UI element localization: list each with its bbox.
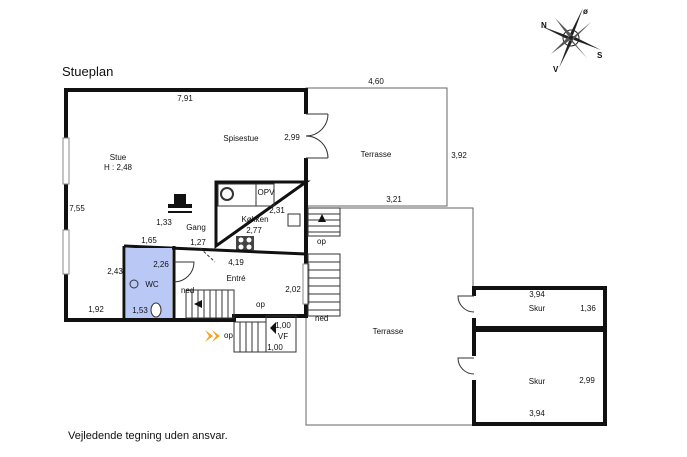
dim-label: 4,60 bbox=[368, 77, 384, 86]
dim-label: 2,02 bbox=[285, 285, 301, 294]
dim-label: 1,92 bbox=[88, 305, 104, 314]
wc-fill bbox=[126, 248, 172, 318]
disclaimer-text: Vejledende tegning uden ansvar. bbox=[68, 430, 228, 442]
room-spisestue-label: Spisestue bbox=[223, 134, 259, 143]
dim-label: 3,94 bbox=[529, 290, 545, 299]
dim-label: 2,99 bbox=[284, 133, 300, 142]
room-opv-label: OPV bbox=[257, 188, 275, 197]
stove-icon bbox=[220, 187, 234, 201]
door-arc-upper bbox=[305, 113, 329, 137]
sink-icon bbox=[287, 213, 301, 227]
room-stue-label: Stue bbox=[109, 153, 127, 162]
dim-label: 1,33 bbox=[156, 218, 172, 227]
stair-op-label-2: op bbox=[256, 300, 265, 309]
dim-label: 2,31 bbox=[269, 206, 285, 215]
stairs-entrance bbox=[233, 315, 297, 353]
dim-label: 1,36 bbox=[580, 304, 596, 313]
room-terrasse-top-label: Terrasse bbox=[360, 150, 392, 159]
dim-label: 2,99 bbox=[579, 376, 595, 385]
door-arc-shed-bottom bbox=[457, 357, 475, 375]
kitchen-counter bbox=[217, 183, 275, 207]
compass-v-label: V bbox=[553, 65, 559, 74]
terrace-top-outline bbox=[305, 87, 448, 207]
chimney-icon bbox=[174, 194, 186, 204]
dim-label: 3,21 bbox=[386, 195, 402, 204]
room-skur-top-label: Skur bbox=[528, 304, 546, 313]
toilet-icon bbox=[150, 302, 162, 318]
dim-label: 1,65 bbox=[141, 236, 157, 245]
dim-label: 3,92 bbox=[451, 151, 467, 160]
room-gang-label: Gang bbox=[186, 223, 206, 232]
compass-o-label: ø bbox=[583, 7, 588, 16]
dim-label: 1,00 bbox=[275, 321, 291, 330]
compass-s-label: S bbox=[597, 51, 603, 60]
window-left-upper bbox=[62, 137, 70, 185]
room-vf-label: VF bbox=[277, 332, 289, 341]
dim-label: 2,43 bbox=[107, 267, 123, 276]
door-arc-wc bbox=[173, 261, 195, 283]
wc-basin-icon bbox=[129, 279, 139, 289]
page-title: Stueplan bbox=[62, 64, 114, 79]
room-koekken-label: Køkken bbox=[241, 215, 269, 224]
dim-label: 1,27 bbox=[190, 238, 206, 247]
dim-label: 1,53 bbox=[132, 306, 148, 315]
stair-op-label-3: op bbox=[224, 331, 233, 340]
door-arc-shed-top bbox=[457, 295, 475, 313]
entrance-arrow-icon bbox=[205, 330, 213, 342]
room-stue-height-label: H : 2,48 bbox=[103, 163, 133, 172]
stair-ned-label-1: ned bbox=[181, 286, 195, 295]
room-terrasse-main-label: Terrasse bbox=[372, 327, 404, 336]
stairs-terrace-lower bbox=[307, 253, 341, 317]
stair-op-label-1: op bbox=[317, 237, 326, 246]
door-arc-lower bbox=[305, 135, 329, 159]
dim-label: 3,94 bbox=[529, 409, 545, 418]
dim-label: 2,77 bbox=[246, 226, 262, 235]
dim-label: 7,91 bbox=[177, 94, 193, 103]
room-skur-bottom-label: Skur bbox=[528, 377, 546, 386]
dim-label: 4,19 bbox=[228, 258, 244, 267]
dim-label: 7,55 bbox=[69, 204, 85, 213]
compass-n-label: N bbox=[541, 21, 547, 30]
stair-ned-label-2: ned bbox=[315, 314, 329, 323]
dim-label: 1,00 bbox=[267, 343, 283, 352]
stairs-entre bbox=[185, 289, 235, 319]
window-left-lower bbox=[62, 229, 70, 275]
door-arc-gang bbox=[199, 247, 216, 263]
kitchen-wall bbox=[214, 180, 311, 249]
room-entre-label: Entré bbox=[226, 274, 246, 283]
dim-label: 2,26 bbox=[153, 260, 169, 269]
compass-rose bbox=[541, 8, 601, 68]
room-wc-label: WC bbox=[145, 280, 159, 289]
